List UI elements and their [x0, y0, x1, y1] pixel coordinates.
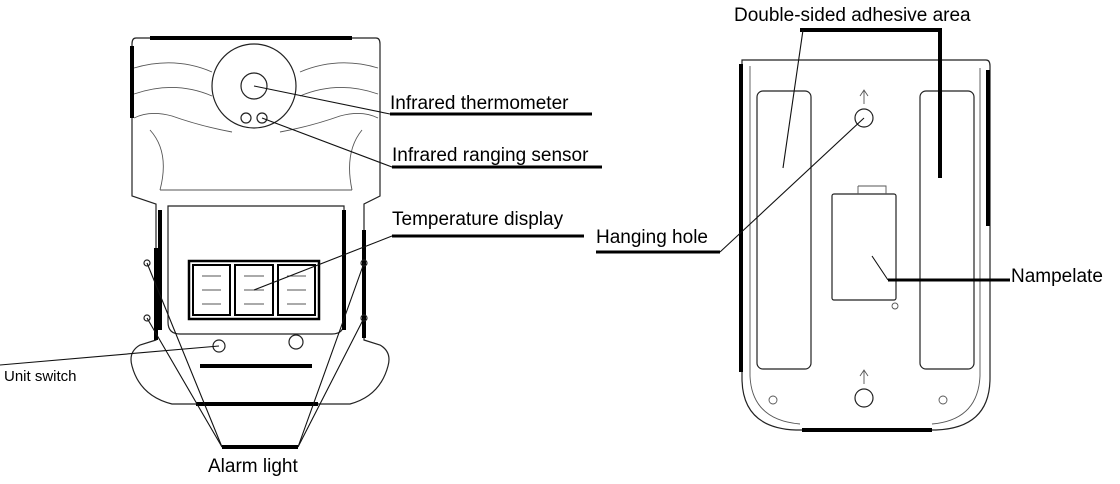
label-infrared-thermometer: Infrared thermometer	[390, 93, 569, 114]
front-head-contour	[133, 62, 379, 191]
leader-nampelate	[871, 255, 889, 281]
back-screw-left	[768, 395, 778, 405]
nameplate-frame	[831, 193, 897, 301]
adhesive-strip-left	[756, 90, 812, 370]
leader-infrared-thermometer	[253, 85, 391, 115]
alarm-light-right-lower	[360, 314, 368, 322]
adhesive-leader-bar	[806, 28, 942, 178]
ranging-sensor-left	[240, 112, 252, 124]
alarm-light-left-upper	[143, 259, 151, 267]
label-unit-switch: Unit switch	[4, 368, 77, 385]
leader-alarm-right-lower	[297, 317, 365, 448]
leader-hanging-hole	[719, 117, 865, 253]
label-alarm-light: Alarm light	[208, 456, 298, 477]
front-housing-outline	[130, 37, 390, 405]
hanging-hole-top	[854, 108, 874, 128]
nameplate-inner	[857, 185, 887, 194]
back-view	[739, 28, 991, 432]
back-leaders	[596, 28, 1010, 282]
alarm-light-right-upper	[360, 259, 368, 267]
label-nampelate: Nampelate	[1011, 266, 1103, 287]
label-hanging-hole: Hanging hole	[596, 227, 708, 248]
front-leaders	[0, 85, 602, 449]
leader-alarm-left-upper	[146, 262, 223, 448]
label-infrared-ranging-sensor: Infrared ranging sensor	[392, 145, 589, 166]
back-housing-outline	[741, 59, 991, 431]
back-screw-right	[938, 395, 948, 405]
nameplate-screw	[891, 302, 899, 310]
front-view	[130, 36, 390, 406]
leader-alarm-left-lower	[146, 317, 223, 448]
alarm-light-left-lower	[143, 314, 151, 322]
hanging-hole-bottom	[854, 388, 874, 408]
leader-adhesive-left	[782, 29, 804, 169]
temperature-display-frame	[187, 259, 321, 321]
ranging-sensor-right	[256, 112, 268, 124]
leader-infrared-ranging-sensor	[261, 117, 393, 168]
thermometer-lens-outer	[211, 43, 297, 129]
display-digit-2	[234, 264, 274, 316]
display-digit-1	[192, 264, 231, 316]
label-temperature-display: Temperature display	[392, 209, 564, 230]
hanging-hole-top-mark	[859, 89, 869, 104]
back-inner-edge	[749, 66, 981, 425]
label-double-sided-adhesive-area: Double-sided adhesive area	[734, 5, 971, 26]
leader-unit-switch	[0, 345, 220, 366]
leader-alarm-right-upper	[297, 262, 365, 448]
display-digit-3	[277, 264, 316, 316]
hanging-hole-bottom-mark	[859, 369, 869, 384]
leader-temperature-display	[253, 235, 393, 291]
front-button-right	[288, 334, 304, 350]
thermometer-lens-inner	[240, 72, 268, 100]
adhesive-strip-right	[919, 90, 975, 370]
